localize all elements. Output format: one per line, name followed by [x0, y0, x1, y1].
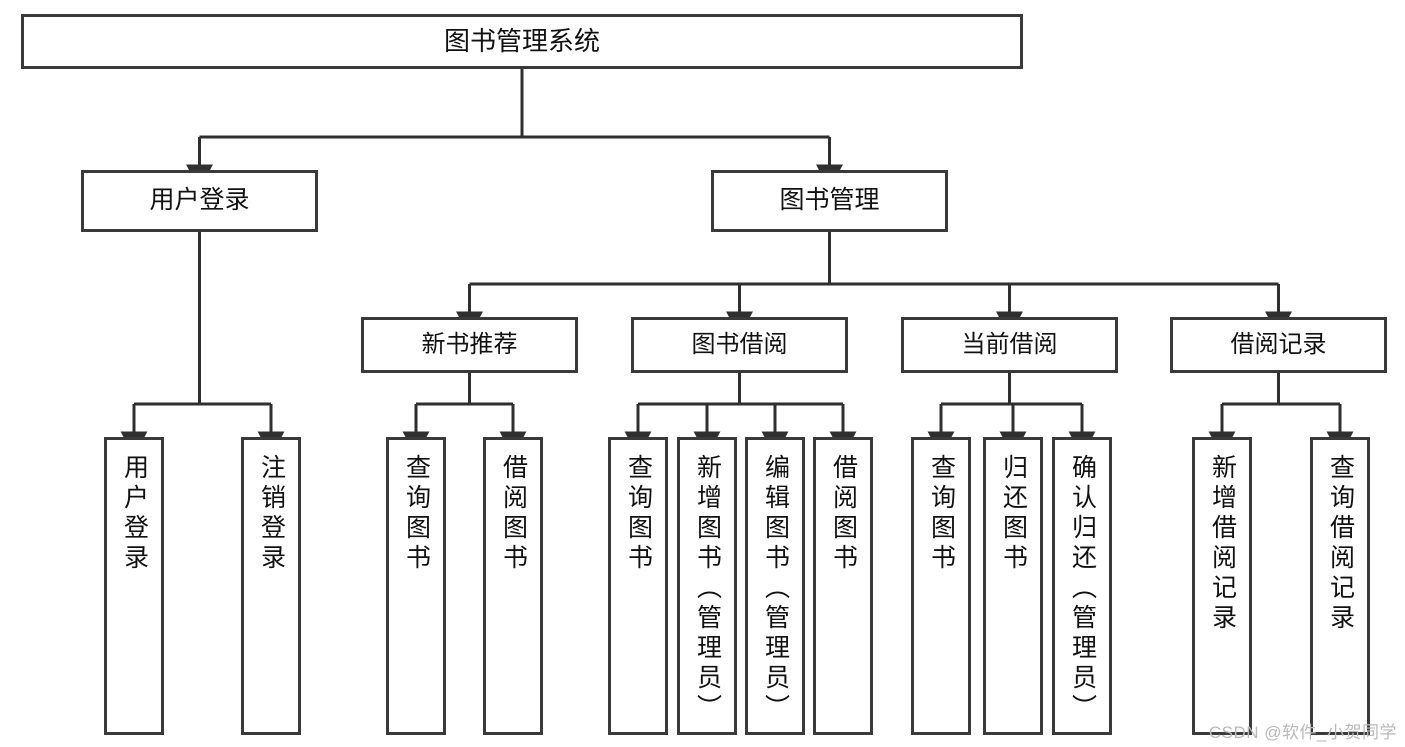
node-label: 查询图书	[402, 454, 431, 574]
node-current[interactable]: 当前借阅	[901, 317, 1118, 373]
node-borrow[interactable]: 图书借阅	[631, 317, 848, 373]
node-label: 查询图书	[927, 454, 956, 574]
node-records[interactable]: 借阅记录	[1170, 317, 1387, 373]
node-label: 图书管理系统	[443, 26, 600, 57]
node-label: 查询图书	[624, 454, 653, 574]
node-label: 新增图书（管理员）	[693, 454, 722, 724]
node-label: 当前借阅	[961, 330, 1058, 358]
watermark-label: CSDN @软件_小贺同学	[1208, 723, 1397, 742]
node-label: 新增借阅记录	[1208, 454, 1237, 634]
node-bookmgmt[interactable]: 图书管理	[711, 170, 948, 232]
node-leaf-add-book[interactable]: 新增图书（管理员）	[677, 437, 737, 735]
node-leaf-query-record[interactable]: 查询借阅记录	[1310, 437, 1370, 735]
node-label: 编辑图书（管理员）	[761, 454, 790, 724]
node-leaf-edit-book[interactable]: 编辑图书（管理员）	[745, 437, 805, 735]
node-label: 归还图书	[999, 454, 1028, 574]
node-leaf-query-book-1[interactable]: 查询图书	[386, 437, 446, 735]
node-leaf-confirm-return[interactable]: 确认归还（管理员）	[1052, 437, 1112, 735]
node-label: 确认归还（管理员）	[1068, 454, 1097, 724]
node-leaf-borrow-book-1[interactable]: 借阅图书	[483, 437, 543, 735]
node-label: 图书借阅	[691, 330, 788, 358]
node-label: 查询借阅记录	[1326, 454, 1355, 634]
node-leaf-user-login[interactable]: 用户登录	[104, 437, 164, 735]
node-leaf-query-book-2[interactable]: 查询图书	[608, 437, 668, 735]
node-newbook[interactable]: 新书推荐	[361, 317, 578, 373]
node-label: 借阅图书	[499, 454, 528, 574]
node-label: 借阅图书	[829, 454, 858, 574]
node-leaf-add-record[interactable]: 新增借阅记录	[1192, 437, 1252, 735]
node-root[interactable]: 图书管理系统	[21, 14, 1023, 69]
node-label: 用户登录	[149, 186, 250, 215]
node-label: 借阅记录	[1230, 330, 1327, 358]
node-leaf-query-book-3[interactable]: 查询图书	[911, 437, 971, 735]
node-leaf-user-logout[interactable]: 注销登录	[241, 437, 301, 735]
node-leaf-return-book[interactable]: 归还图书	[983, 437, 1043, 735]
node-label: 用户登录	[120, 454, 149, 574]
node-login[interactable]: 用户登录	[81, 170, 318, 232]
node-label: 注销登录	[257, 454, 286, 574]
node-leaf-borrow-book-2[interactable]: 借阅图书	[813, 437, 873, 735]
node-label: 图书管理	[779, 186, 880, 215]
node-label: 新书推荐	[421, 330, 518, 358]
